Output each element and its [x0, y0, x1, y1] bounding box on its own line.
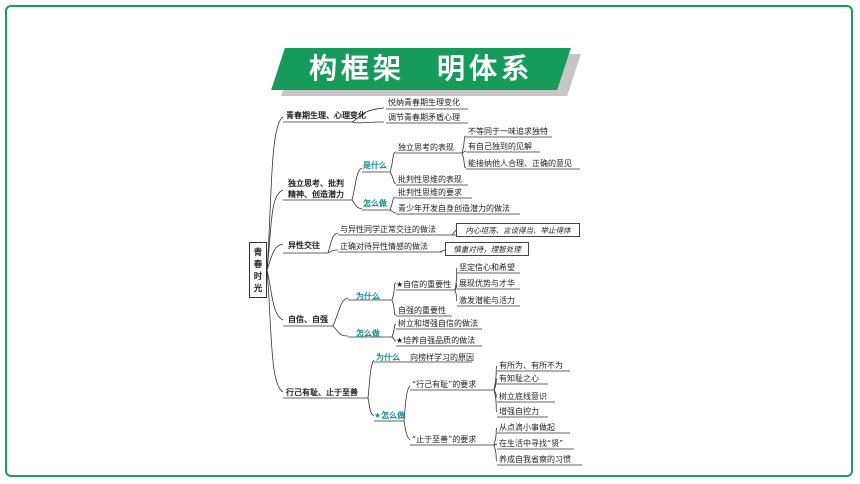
b5-req-1: “行己有耻”的要求: [412, 380, 477, 389]
b5-req2-item-2: 在生活中寻找“贤”: [499, 439, 564, 448]
branch-critical-thinking-line1: 独立思考、批判: [288, 179, 344, 188]
b5-req1-item-1: 有所为、有所不为: [499, 361, 563, 370]
b4-how-item-1: 树立和增强自信的做法: [398, 319, 478, 328]
branch-critical-thinking-line2: 精神、创造潜力: [288, 190, 344, 199]
b5-why-item: 向榜样学习的原因: [410, 353, 474, 362]
b1-item-1: 悦纳青春期生理变化: [388, 98, 460, 107]
b2-duli-item-1: 不等同于一味追求独特: [468, 127, 548, 136]
b5-req-2: “止于至善”的要求: [412, 435, 477, 444]
b4-zixin-item-3: 激发潜能与活力: [459, 296, 515, 305]
b5-how-label: ★怎么做: [374, 411, 406, 420]
b4-why-label: 为什么: [356, 292, 380, 301]
branch-opposite-sex: 异性交往: [288, 241, 320, 250]
b4-confidence-importance: ★自信的重要性: [396, 280, 452, 289]
b2-critical-thinking: 批判性思维的表现: [398, 175, 462, 184]
b4-self-strength-importance: 自强的重要性: [398, 306, 446, 315]
b3-note-2: 慎重对待，理智处理: [445, 242, 529, 256]
b3-note-1: 内心坦荡、言谈得当、举止得体: [456, 223, 580, 237]
b5-req2-item-3: 养成自我省察的习惯: [499, 455, 571, 464]
branch-confidence: 自信、自强: [288, 315, 328, 324]
branch-puberty-changes: 青春期生理、心理变化: [286, 111, 366, 120]
b4-zixin-item-2: 展现优势与才华: [459, 279, 515, 288]
b5-req1-item-2: 有知耻之心: [499, 374, 539, 383]
b2-how-item-1: 批判性思维的要求: [398, 188, 462, 197]
banner-title: 构框架 明体系: [308, 52, 533, 85]
b4-zixin-item-1: 坚定信心和希望: [459, 263, 515, 272]
b2-how-label: 怎么做: [363, 199, 387, 208]
b2-how-item-2: 青少年开发自身创造潜力的做法: [398, 204, 510, 213]
b3-item-1: 与异性同学正常交往的做法: [340, 225, 436, 234]
branch-shame-goodness: 行己有耻、止于至善: [286, 388, 358, 397]
b2-what-label: 是什么: [363, 161, 387, 170]
b2-duli-item-2: 有自己独到的见解: [468, 142, 532, 151]
b4-how-item-2: ★培养自强品质的做法: [396, 336, 476, 345]
b5-req2-item-1: 从点滴小事做起: [499, 423, 555, 432]
b5-why-label: 为什么: [376, 353, 400, 362]
title-banner: 构框架 明体系: [271, 48, 581, 96]
b2-independent-thinking: 独立思考的表现: [398, 143, 454, 152]
root-node: 青春时光: [249, 242, 267, 298]
b5-req1-item-4: 增强自控力: [499, 407, 539, 416]
b5-req1-item-3: 树立底线意识: [499, 392, 547, 401]
b1-item-2: 调节青春期矛盾心理: [388, 113, 460, 122]
b2-duli-item-3: 能接纳他人合理、正确的意见: [468, 159, 572, 168]
slide-frame: [5, 5, 853, 477]
b4-how-label: 怎么做: [356, 329, 380, 338]
b3-item-2: 正确对待异性情感的做法: [340, 242, 428, 251]
